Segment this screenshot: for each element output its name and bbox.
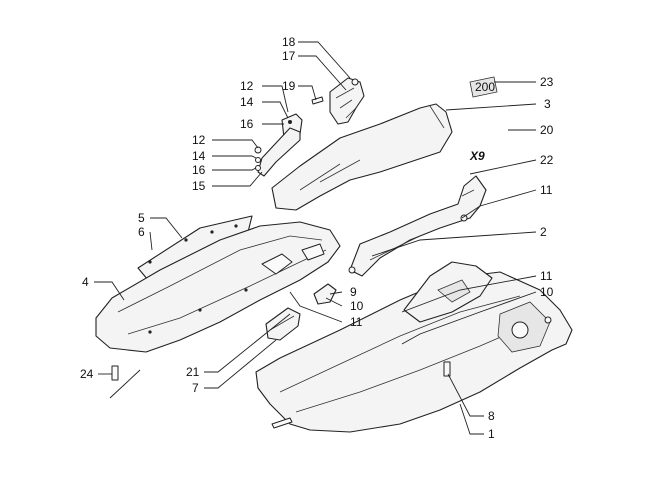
callout-19: 19: [282, 79, 296, 93]
part-bracket-15: [254, 127, 301, 177]
screw-front-1: [271, 417, 293, 429]
callout-3: 3: [544, 97, 551, 111]
badge-text: 200: [475, 80, 495, 94]
callout-11: 11: [540, 269, 553, 283]
logo-x9-20: X9: [469, 149, 485, 163]
callout-2: 2: [540, 225, 547, 239]
callout-23: 23: [540, 75, 554, 89]
callout-11: 11: [350, 315, 363, 329]
callout-22: 22: [540, 153, 554, 167]
callout-15: 15: [192, 179, 206, 193]
callout-10: 10: [350, 299, 364, 313]
callout-14: 14: [192, 149, 206, 163]
logo-text: X9: [469, 149, 485, 163]
callout-12: 12: [240, 79, 254, 93]
callout-16: 16: [240, 117, 254, 131]
part-bracket-clip-18-17: [329, 77, 365, 125]
badge-plate-23: 200: [469, 76, 498, 98]
callout-16: 16: [192, 163, 206, 177]
screw-24: [111, 365, 119, 381]
callout-1: 1: [488, 427, 495, 441]
callout-18: 18: [282, 35, 296, 49]
callout-4: 4: [82, 275, 89, 289]
screw-8: [443, 361, 451, 377]
callout-8: 8: [488, 409, 495, 423]
part-footboard-4: [95, 221, 341, 353]
callout-12: 12: [192, 133, 206, 147]
callout-14: 14: [240, 95, 254, 109]
screw-19: [311, 96, 324, 105]
part-side-panel-upper-11: [403, 261, 493, 323]
part-clip-9: [313, 283, 337, 305]
leader-lines: [94, 41, 537, 435]
callout-10: 10: [540, 285, 554, 299]
callout-6: 6: [138, 225, 145, 239]
part-tunnel-cover-3: [271, 103, 453, 211]
callout-11: 11: [540, 183, 553, 197]
callout-24: 24: [80, 367, 94, 381]
part-side-cover-2: [348, 175, 487, 277]
callout-labels: 18 17 19 12 14 16 12 14 16 15 23 3 20 22…: [80, 35, 554, 441]
callout-21: 21: [186, 365, 200, 379]
callout-17: 17: [282, 49, 296, 63]
callout-5: 5: [138, 211, 145, 225]
callout-9: 9: [350, 285, 357, 299]
callout-20: 20: [540, 123, 554, 137]
callout-7: 7: [192, 381, 199, 395]
part-bracket-21-7: [265, 307, 301, 341]
